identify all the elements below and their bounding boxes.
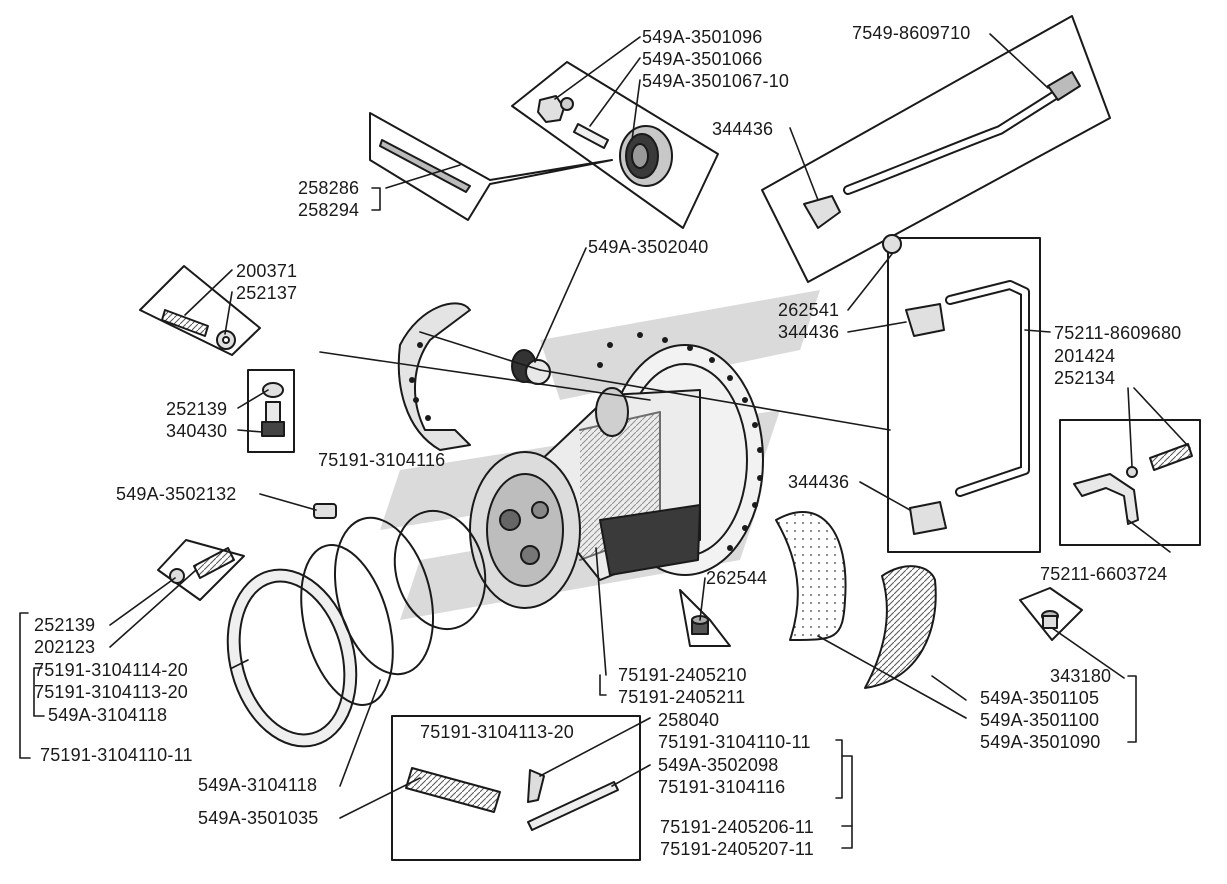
group-frame-valve <box>247 369 295 453</box>
group-frame-pipe-right <box>887 237 1041 553</box>
label-75191-3104114-20: 75191-3104114-20 <box>34 660 189 680</box>
group-frame-pipe-top <box>761 15 1111 283</box>
label-75191-3104113-20-box: 75191-3104113-20 <box>420 722 575 742</box>
group-frame-small-bolt <box>1019 587 1083 641</box>
label-258294: 258294 <box>298 200 360 220</box>
sleeve-icon <box>313 503 337 519</box>
tee-fitting-mid <box>905 303 945 337</box>
hose-fitting-top <box>1047 71 1081 101</box>
label-75191-2405211: 75191-2405211 <box>618 687 746 707</box>
label-75191-2405206-11: 75191-2405206-11 <box>660 817 815 837</box>
label-75191-3104116-top: 75191-3104116 <box>318 450 446 470</box>
group-frame-bolt-left <box>157 539 245 601</box>
label-549a-3501096: 549A-3501096 <box>642 27 763 47</box>
seal-rings <box>226 509 487 748</box>
group-frame-spring-kit <box>391 715 641 861</box>
label-344436-top: 344436 <box>712 119 774 139</box>
label-252134: 252134 <box>1054 368 1116 388</box>
label-549a-3501100: 549A-3501100 <box>980 710 1100 730</box>
brake-shoe-upper <box>397 302 471 451</box>
flange-bolt-holes <box>597 332 763 551</box>
label-549a-3502098: 549A-3502098 <box>658 755 779 775</box>
brake-hub <box>469 344 764 609</box>
label-252137: 252137 <box>236 283 298 303</box>
label-75211-6603724: 75211-6603724 <box>1040 564 1168 584</box>
bolt-icon-top <box>161 309 209 337</box>
flange-nut-icon <box>537 95 565 123</box>
label-549a-3501090: 549A-3501090 <box>980 732 1101 752</box>
label-75191-3104116-box: 75191-3104116 <box>658 777 786 797</box>
label-549a-3502132: 549A-3502132 <box>116 484 237 504</box>
label-258040: 258040 <box>658 710 720 730</box>
bolt-icon-left <box>193 547 235 579</box>
label-344436-mid: 344436 <box>778 322 840 342</box>
group-frame-bracket <box>1059 419 1201 546</box>
mounting-bracket <box>1073 473 1139 525</box>
return-spring <box>405 767 501 813</box>
pin-icon <box>573 123 609 149</box>
label-549a-3501035: 549A-3501035 <box>198 808 319 828</box>
label-252139-top: 252139 <box>166 399 228 419</box>
group-frame-plug <box>679 589 731 647</box>
small-bolt <box>1041 610 1059 629</box>
label-200371: 200371 <box>236 261 298 281</box>
hose-right <box>945 280 1030 497</box>
washer-icon-bracket <box>1126 466 1138 478</box>
label-262541: 262541 <box>778 300 840 320</box>
label-549a-3501066: 549A-3501066 <box>642 49 763 69</box>
label-549a-3501067-10: 549A-3501067-10 <box>642 71 790 91</box>
cotter-pin-small <box>527 769 545 803</box>
label-75191-3104113-20-left: 75191-3104113-20 <box>34 682 189 702</box>
diaphragm-cup <box>619 125 673 187</box>
spring-pin <box>527 781 619 831</box>
label-75191-3104110-11-left: 75191-3104110-11 <box>40 745 193 765</box>
washer-icon <box>560 97 574 111</box>
label-75191-2405210: 75191-2405210 <box>618 665 747 685</box>
label-549a-3104118-left: 549A-3104118 <box>48 705 168 725</box>
label-340430: 340430 <box>166 421 228 441</box>
label-262544: 262544 <box>706 568 768 588</box>
label-549a-3502040: 549A-3502040 <box>588 237 709 257</box>
label-202123: 202123 <box>34 637 96 657</box>
label-7549-8609710: 7549-8609710 <box>852 23 971 43</box>
group-frame-bolt <box>139 265 261 356</box>
label-343180: 343180 <box>1050 666 1112 686</box>
tee-fitting-low <box>909 501 947 535</box>
label-549a-3501105: 549A-3501105 <box>980 688 1100 708</box>
connector-icon <box>882 234 902 254</box>
label-252139-left: 252139 <box>34 615 96 635</box>
group-frame-pin <box>369 112 613 221</box>
label-75191-3104110-11-box: 75191-3104110-11 <box>658 732 811 752</box>
label-258286: 258286 <box>298 178 360 198</box>
group-frame-top-fasteners <box>511 61 719 229</box>
label-75211-8609680: 75211-8609680 <box>1054 323 1182 343</box>
leader-lines <box>19 33 1191 849</box>
valve-plug <box>261 382 285 437</box>
bolt-icon-bracket <box>1149 443 1193 471</box>
tee-fitting-top <box>803 195 841 229</box>
label-549a-3104118-bottom: 549A-3104118 <box>198 775 318 795</box>
label-201424: 201424 <box>1054 346 1116 366</box>
label-75191-2405207-11: 75191-2405207-11 <box>660 839 815 859</box>
label-344436-low: 344436 <box>788 472 850 492</box>
brake-lining-1 <box>775 510 847 641</box>
brake-lining-2 <box>864 565 937 689</box>
